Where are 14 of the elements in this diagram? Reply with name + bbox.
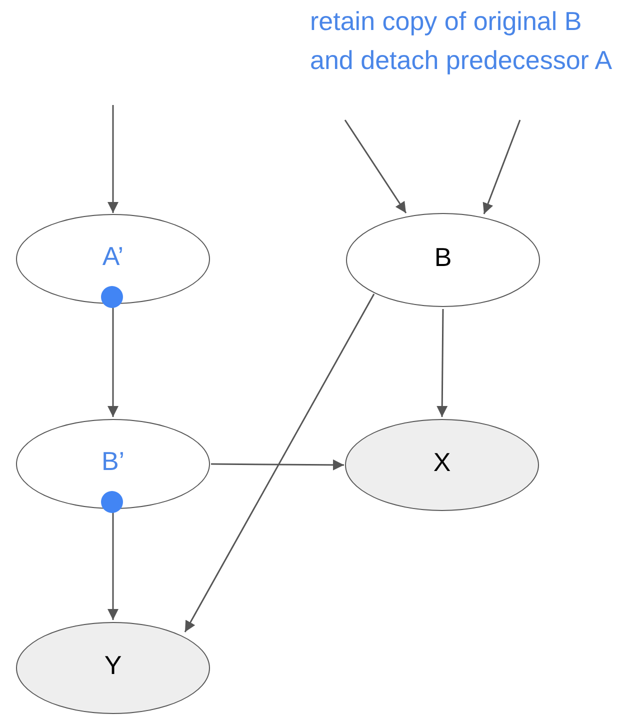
- node-label: X: [433, 447, 451, 477]
- arrow: [211, 459, 344, 470]
- arrow: [184, 294, 375, 632]
- arrow: [108, 512, 118, 620]
- arrow: [344, 120, 407, 214]
- arrow: [108, 306, 118, 417]
- arrow: [108, 105, 118, 213]
- node-label: A’: [102, 241, 124, 271]
- annotation-note: retain copy of original B and detach predecessor A: [310, 5, 614, 77]
- arrow: [482, 120, 521, 214]
- node-label: B: [434, 242, 452, 272]
- arrow: [436, 309, 448, 417]
- node-label: B’: [101, 446, 125, 476]
- node-label: Y: [104, 650, 122, 680]
